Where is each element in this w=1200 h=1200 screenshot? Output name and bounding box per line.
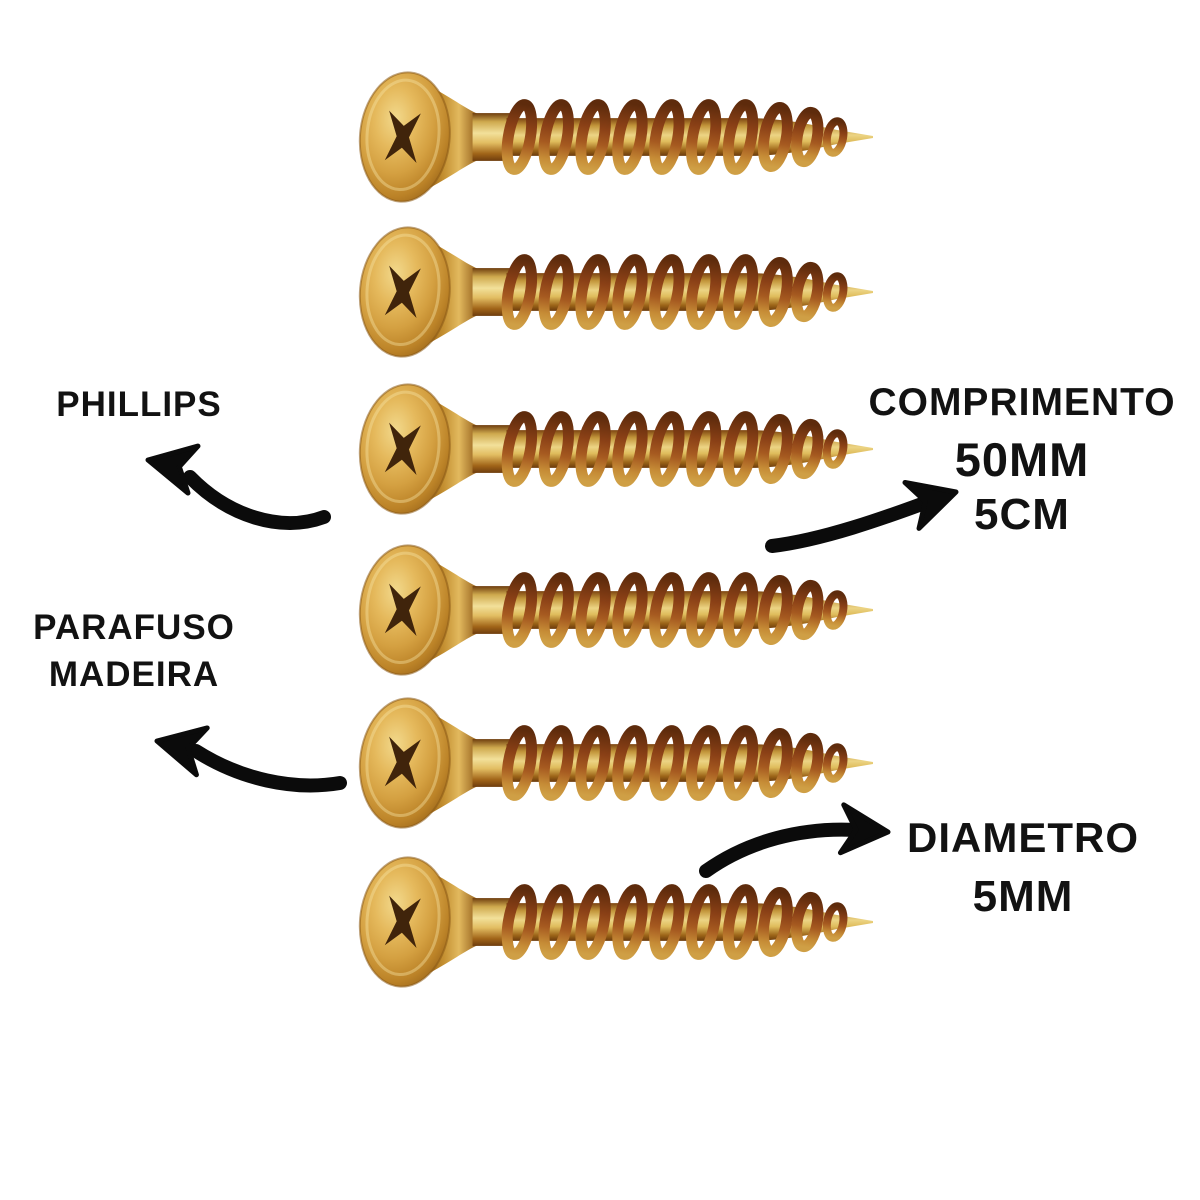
screw-image-3 [357, 374, 875, 524]
label-diametro: DIAMETRO 5MM [853, 817, 1193, 919]
label-comprimento-line1: COMPRIMENTO [868, 381, 1176, 424]
screw-image-1 [357, 62, 875, 212]
label-parafuso-madeira: PARAFUSO MADEIRA [14, 610, 254, 692]
screw-image-6 [357, 847, 875, 997]
screw-image-4 [357, 535, 875, 685]
label-comprimento: COMPRIMENTO 50MM 5CM [852, 383, 1192, 537]
label-parafuso-line1: PARAFUSO [33, 608, 235, 647]
parafuso-arrow-icon [154, 725, 347, 793]
label-phillips-text: PHILLIPS [56, 385, 222, 424]
screw-image-2 [357, 217, 875, 367]
label-parafuso-line2: MADEIRA [48, 655, 220, 694]
phillips-arrow-icon [145, 443, 331, 530]
label-comprimento-line3: 5CM [974, 490, 1070, 539]
label-diametro-line1: DIAMETRO [907, 814, 1139, 861]
screw-image-5 [357, 688, 875, 838]
label-phillips: PHILLIPS [29, 387, 249, 422]
label-diametro-line2: 5MM [972, 872, 1074, 921]
label-comprimento-line2: 50MM [954, 433, 1090, 486]
